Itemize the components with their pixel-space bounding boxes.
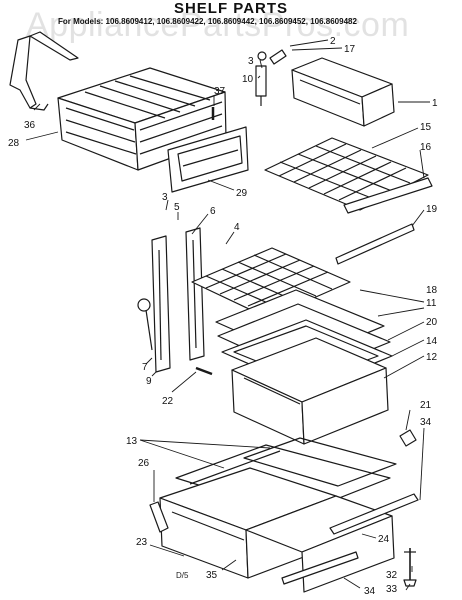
- callout-10: 10: [242, 74, 254, 85]
- callout-3: 3: [248, 56, 254, 67]
- callout-18: 18: [426, 285, 438, 296]
- trim-strip-right: [329, 493, 419, 535]
- callout-14: 14: [426, 336, 438, 347]
- callout-21: 21: [420, 400, 432, 411]
- shelf-bin: [291, 57, 395, 127]
- shelf-trim: [343, 177, 433, 214]
- callout-32: 32: [386, 570, 398, 581]
- callout-3b: 3: [162, 192, 168, 203]
- cantilever-wire-shelf: [191, 247, 351, 319]
- callout-33: 33: [386, 584, 398, 595]
- callout-17: 17: [344, 44, 356, 55]
- leader-lines: [25, 39, 430, 591]
- hinge-parts: [255, 49, 287, 106]
- callout-6: 6: [210, 206, 216, 217]
- callout-26: 26: [138, 458, 150, 469]
- models-line: For Models: 106.8609412, 106.8609422, 10…: [58, 17, 357, 26]
- callout-9: 9: [146, 376, 152, 387]
- callout-4: 4: [234, 222, 240, 233]
- shelf-support-pin: [195, 366, 213, 376]
- callout-7: 7: [142, 362, 148, 373]
- callout-1: 1: [432, 98, 438, 109]
- crisper-drawers-lower: [159, 467, 395, 593]
- callout-20: 20: [426, 317, 438, 328]
- diagram-title: SHELF PARTS: [173, 0, 289, 17]
- leveling-leg: [403, 548, 417, 587]
- callout-2: 2: [330, 36, 336, 47]
- callout-12: 12: [426, 352, 438, 363]
- roller: [399, 429, 417, 447]
- callout-13: 13: [126, 436, 138, 447]
- callout-29: 29: [236, 188, 248, 199]
- callout-36: 36: [24, 120, 36, 131]
- callout-37: 37: [214, 86, 226, 97]
- callout-34a: 34: [420, 417, 432, 428]
- callout-16: 16: [420, 142, 432, 153]
- trim-strip-bottom: [281, 551, 359, 585]
- meat-pan: [231, 337, 389, 445]
- crisper-drawer-upper: [57, 67, 227, 171]
- callout-22: 22: [162, 396, 174, 407]
- callout-19: 19: [426, 204, 438, 215]
- shelf-rod: [335, 223, 415, 265]
- callout-35: 35: [206, 570, 218, 581]
- trim-strip-left: [149, 501, 169, 533]
- callout-labels: 1 2 3 3 4 5 6 7 9 10 11 12 13 14 15 16 1…: [8, 36, 438, 597]
- callout-23: 23: [136, 537, 148, 548]
- drawer-bracket: [9, 31, 79, 111]
- callout-15: 15: [420, 122, 432, 133]
- callout-5: 5: [174, 202, 180, 213]
- callout-24: 24: [378, 534, 390, 545]
- wire-shelf-upper: [264, 137, 429, 211]
- footer-code: D/5: [176, 571, 189, 580]
- callout-11: 11: [426, 298, 437, 309]
- callout-34b: 34: [364, 586, 376, 597]
- watermark: AppliancePartsPros.com: [26, 6, 410, 44]
- drawer-front-cover: [167, 126, 249, 193]
- callout-28: 28: [8, 138, 20, 149]
- shelf-ladder-rails: [137, 227, 205, 373]
